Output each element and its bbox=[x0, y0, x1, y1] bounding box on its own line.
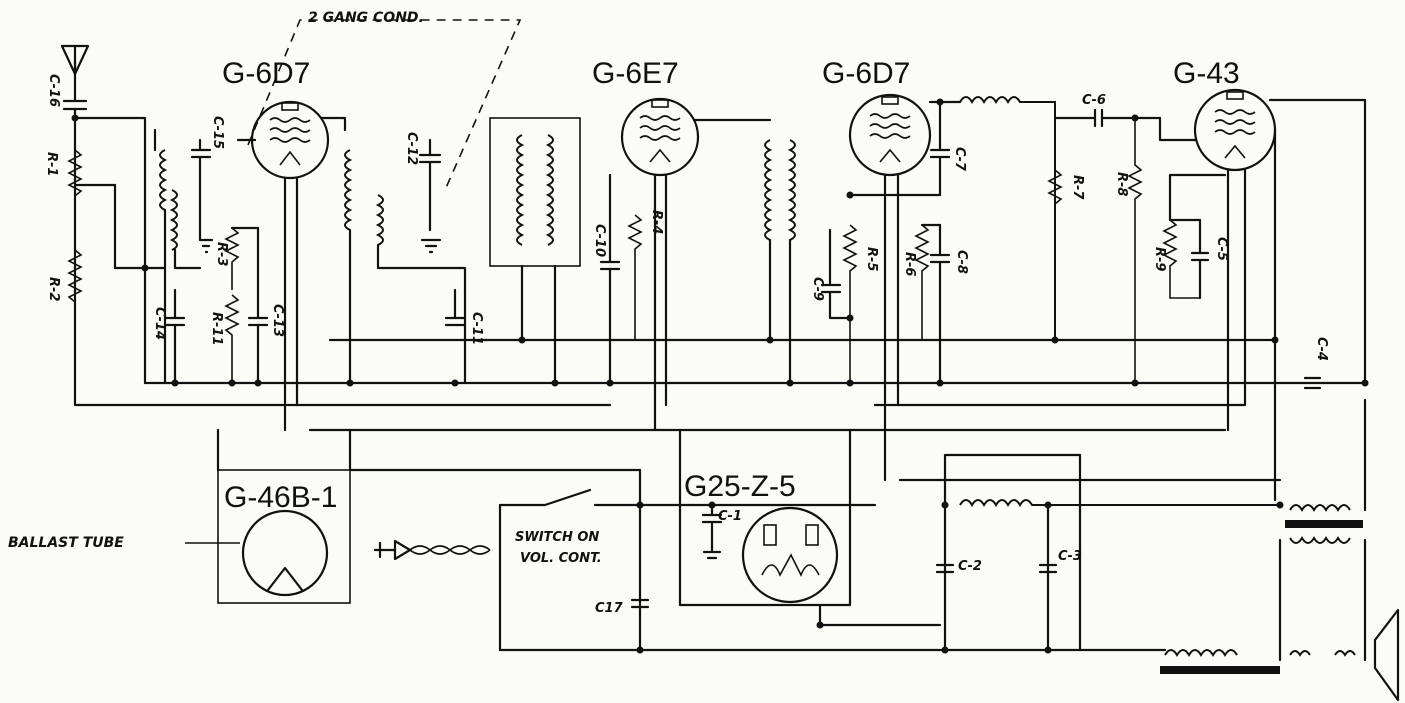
power-plug bbox=[373, 539, 491, 561]
resistor-r11 bbox=[224, 294, 240, 383]
rf-coil-1 bbox=[153, 128, 202, 385]
capacitor-c11 bbox=[444, 288, 466, 327]
output-transformer bbox=[1278, 398, 1367, 662]
rf-coil-2 bbox=[344, 149, 467, 385]
c5-label: C-5 bbox=[1214, 237, 1229, 261]
capacitor-c12 bbox=[418, 138, 442, 232]
gang-condenser-link bbox=[247, 19, 522, 191]
if-transformer-2 bbox=[764, 139, 796, 385]
c14-label: C-14 bbox=[152, 307, 167, 340]
switch-label-1: SWITCH ON bbox=[515, 530, 599, 545]
tube-3-label: G-6D7 bbox=[822, 57, 910, 90]
c9-label: C-9 bbox=[810, 277, 825, 301]
c11-label: C-11 bbox=[469, 312, 484, 345]
gang-cond-label: 2 GANG COND. bbox=[308, 10, 424, 26]
speaker-icon bbox=[1289, 608, 1400, 702]
resistor-r3 bbox=[224, 227, 240, 290]
rectifier-tube-label: G25-Z-5 bbox=[684, 470, 796, 503]
c8-label: C-8 bbox=[954, 250, 969, 274]
tube-2-label: G-6E7 bbox=[592, 57, 679, 90]
tube-4-label: G-43 bbox=[1173, 57, 1240, 90]
antenna-icon bbox=[60, 44, 90, 76]
r9-label: R-9 bbox=[1152, 247, 1167, 271]
r1-label: R-1 bbox=[44, 152, 59, 176]
c13-label: C-13 bbox=[270, 304, 285, 337]
ballast-tube-callout: BALLAST TUBE bbox=[8, 535, 124, 551]
c15-label: C-15 bbox=[210, 116, 225, 149]
filter-choke bbox=[898, 453, 1282, 652]
r8-label: R-8 bbox=[1114, 172, 1129, 196]
resistor-r8 bbox=[1127, 118, 1143, 383]
r4-label: R-4 bbox=[649, 210, 664, 234]
resistor-r2 bbox=[67, 249, 83, 303]
c2-label: C-2 bbox=[958, 559, 982, 574]
c6-label: C-6 bbox=[1082, 93, 1106, 108]
ground-icon bbox=[198, 238, 214, 254]
tube-4-symbol bbox=[1158, 88, 1367, 502]
r2-label: R-2 bbox=[46, 277, 61, 301]
resistor-r1 bbox=[67, 149, 83, 197]
rf-choke bbox=[959, 96, 1056, 340]
field-coil bbox=[1160, 649, 1280, 674]
capacitor-c1 bbox=[701, 503, 723, 560]
r6-label: R-6 bbox=[902, 252, 917, 276]
capacitor-c13 bbox=[230, 226, 269, 385]
ground-icon-2 bbox=[420, 238, 442, 254]
switch-label-2: VOL. CONT. bbox=[520, 551, 602, 566]
c17-label: C17 bbox=[595, 601, 624, 616]
r3-label: R-3 bbox=[214, 242, 229, 266]
ballast-tube-label: G-46B-1 bbox=[224, 481, 337, 514]
tube-2-symbol bbox=[620, 97, 772, 432]
resistor-r6 bbox=[914, 224, 930, 340]
capacitor-c10 bbox=[599, 173, 621, 385]
power-switch bbox=[348, 468, 1167, 652]
tube-1-symbol bbox=[236, 100, 347, 432]
c1-label: C-1 bbox=[718, 509, 742, 524]
resistor-r4 bbox=[627, 214, 643, 340]
capacitor-c9 bbox=[820, 228, 852, 320]
rectifier-tube-symbol bbox=[678, 428, 942, 627]
capacitor-c14 bbox=[164, 288, 186, 385]
capacitor-c17 bbox=[630, 598, 650, 609]
c7-label: C-7 bbox=[952, 147, 967, 172]
capacitor-c3 bbox=[1038, 503, 1058, 652]
c4-label: C-4 bbox=[1314, 337, 1329, 361]
r7-label: R-7 bbox=[1070, 175, 1085, 200]
if-transformer-1 bbox=[489, 117, 581, 385]
c16-label: C-16 bbox=[46, 74, 61, 107]
capacitor-c8 bbox=[920, 223, 951, 385]
capacitor-c5 bbox=[1190, 218, 1210, 300]
c10-label: C-10 bbox=[592, 224, 607, 257]
resistor-r7 bbox=[1047, 169, 1063, 205]
resistor-r5 bbox=[842, 224, 858, 383]
capacitor-c15 bbox=[190, 138, 212, 242]
tube-3-symbol bbox=[848, 93, 962, 482]
tube-1-label: G-6D7 bbox=[222, 57, 310, 90]
r11-label: R-11 bbox=[209, 312, 224, 346]
c3-label: C-3 bbox=[1058, 549, 1082, 564]
capacitor-c2 bbox=[935, 563, 955, 574]
r5-label: R-5 bbox=[864, 247, 879, 271]
capacitor-c6 bbox=[1053, 108, 1162, 128]
capacitor-c7 bbox=[848, 100, 951, 197]
ballast-tube-symbol bbox=[216, 428, 352, 604]
capacitor-c4 bbox=[1303, 376, 1322, 390]
resistor-r9 bbox=[1162, 173, 1227, 299]
capacitor-c16 bbox=[62, 99, 88, 111]
junction-dots bbox=[71, 98, 1369, 654]
c12-label: C-12 bbox=[404, 132, 419, 165]
